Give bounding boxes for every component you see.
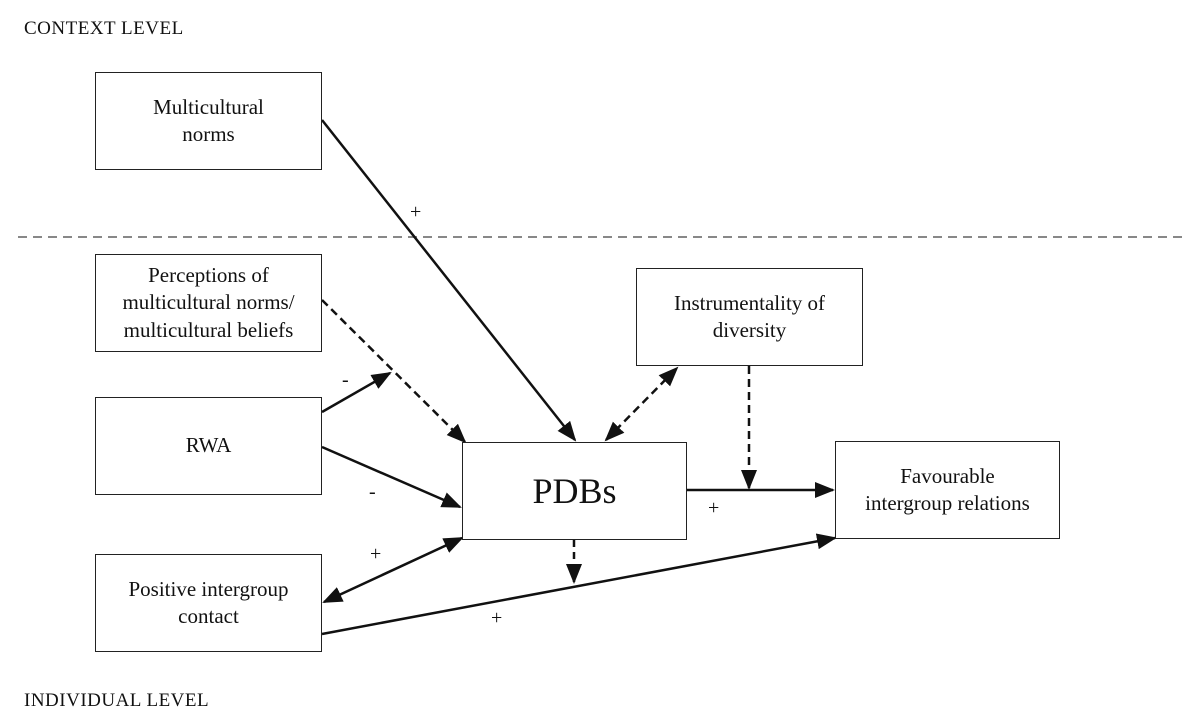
perceptions-text: Perceptions of multicultural norms/ mult… — [122, 263, 295, 342]
edge-norms-to-pdbs — [321, 119, 577, 442]
instrumentality-text: Instrumentality of diversity — [673, 290, 826, 342]
edge-perceptions-to-pdbs — [321, 299, 467, 444]
edge-rwa-to-pdbs — [321, 445, 462, 509]
perceptions-box: Perceptions of multicultural norms/ mult… — [95, 254, 322, 352]
pdbs-box: PDBs — [462, 442, 687, 540]
favourable-relations-text: Favourable intergroup relations — [865, 463, 1030, 515]
context-level-label: CONTEXT LEVEL — [24, 18, 184, 39]
edge-contact-to-favourable — [321, 533, 837, 636]
multicultural-norms-text: Multicultural norms — [153, 94, 264, 146]
individual-level-label: INDIVIDUAL LEVEL — [24, 690, 210, 711]
pdbs-text: PDBs — [532, 470, 617, 511]
instrumentality-box: Instrumentality of diversity — [636, 268, 863, 366]
sign-contact-pdbs: + — [370, 543, 381, 565]
sign-rwa-to-perceptions: - — [342, 369, 349, 391]
sign-contact-to-favourable: + — [491, 607, 502, 629]
rwa-box: RWA — [95, 397, 322, 495]
rwa-text: RWA — [185, 433, 232, 458]
favourable-relations-box: Favourable intergroup relations — [835, 441, 1060, 539]
sign-norms-to-pdbs: + — [410, 201, 421, 223]
edge-pdbs-instrumentality — [604, 366, 679, 442]
edge-rwa-to-perceptions — [321, 371, 392, 414]
sign-pdbs-to-favourable: + — [708, 497, 719, 519]
edge-contact-pdbs — [322, 536, 464, 604]
positive-contact-text: Positive intergroup contact — [128, 576, 289, 628]
positive-contact-box: Positive intergroup contact — [95, 554, 322, 652]
sign-rwa-to-pdbs: - — [369, 481, 376, 503]
multicultural-norms-box: Multicultural norms — [95, 72, 322, 170]
